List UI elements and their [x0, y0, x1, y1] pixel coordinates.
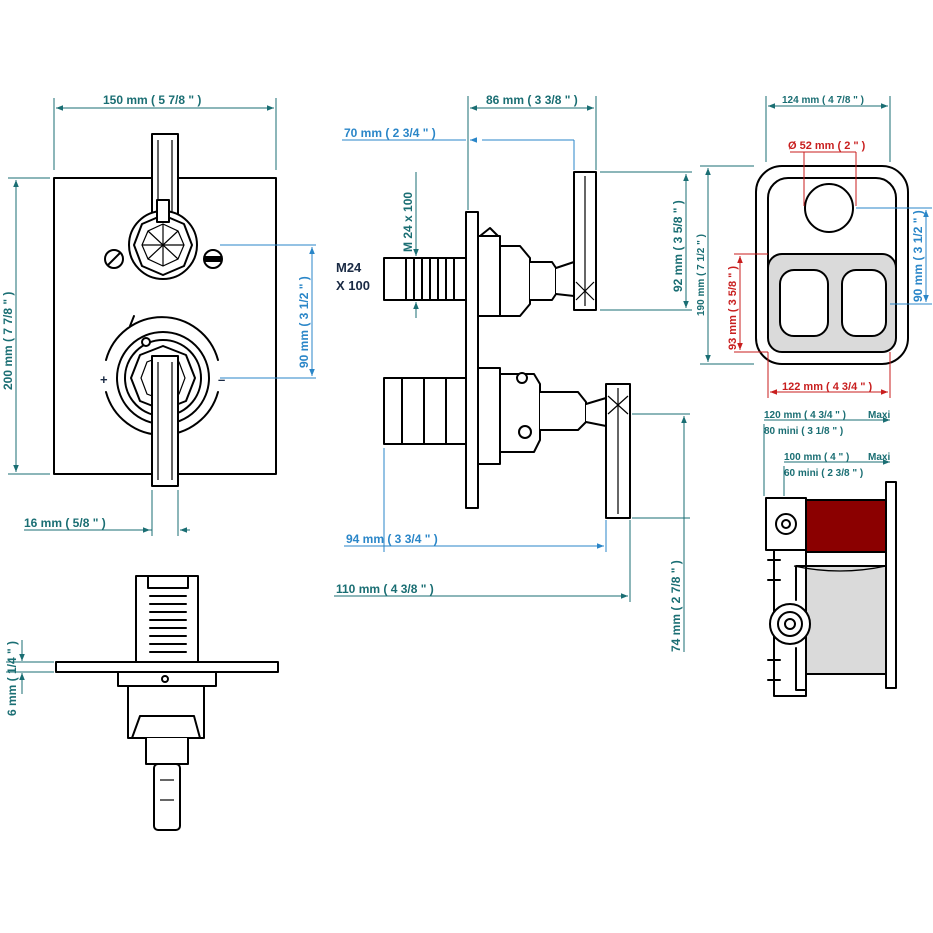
side-thread-ribs	[405, 257, 455, 301]
box-diameter-label: Ø 52 mm ( 2 " )	[788, 140, 866, 152]
thread-label-line2: X 100	[336, 278, 370, 293]
minus-symbol: –	[218, 372, 225, 387]
body-80-label: 80 mini ( 3 1/8 " )	[764, 426, 843, 437]
plate-thickness-label: 6 mm ( 1/4 " )	[5, 641, 19, 716]
body-100-label: 100 mm ( 4 " )	[784, 452, 849, 463]
body-maxi2-label: Maxi	[868, 452, 890, 463]
body-60-label: 60 mini ( 2 3/8 " )	[784, 468, 863, 479]
side-92-label: 92 mm ( 3 5/8 " )	[671, 200, 685, 292]
plus-symbol: +	[100, 372, 108, 387]
box-90-label: 90 mm ( 3 1/2 " )	[911, 210, 925, 302]
front-bottom-handle: + –	[100, 315, 225, 487]
front-view: + – 150 mm ( 5 7/8 " ) 200 mm ( 7 7/8 " …	[1, 93, 316, 536]
front-top-handle	[104, 133, 223, 280]
box-93-label: 93 mm ( 3 5/8 " )	[727, 266, 739, 350]
front-height-label: 200 mm ( 7 7/8 " )	[1, 292, 15, 390]
top-view: 6 mm ( 1/4 " )	[5, 575, 279, 831]
side-110-label: 110 mm ( 4 3/8 " )	[336, 582, 434, 596]
thread-vertical-label: M 24 x 100	[401, 192, 415, 252]
box-width-bottom-label: 122 mm ( 4 3/4 " )	[782, 381, 873, 393]
box-width-top-label: 124 mm ( 4 7/8 " )	[782, 95, 864, 106]
thread-label-line1: M24	[336, 260, 362, 275]
side-74-label: 74 mm ( 2 7/8 " )	[669, 560, 683, 652]
body-120-label: 120 mm ( 4 3/4 " )	[764, 410, 846, 421]
side-view: 86 mm ( 3 3/8 " ) 70 mm ( 2 3/4 " ) 92 m…	[334, 93, 692, 652]
thread-ribs	[149, 595, 187, 653]
side-70-label: 70 mm ( 2 3/4 " )	[344, 126, 436, 140]
handle-width-label: 16 mm ( 5/8 " )	[24, 516, 106, 530]
outline-view: 124 mm ( 4 7/8 " ) Ø 52 mm ( 2 " ) 190 m…	[696, 95, 932, 398]
handle-spacing-label: 90 mm ( 3 1/2 " )	[297, 276, 311, 368]
box-height-label: 190 mm ( 7 1/2 " )	[696, 234, 707, 316]
body-maxi-label: Maxi	[868, 410, 890, 421]
side-94-label: 94 mm ( 3 3/4 " )	[346, 532, 438, 546]
body-view: 120 mm ( 4 3/4 " ) Maxi 80 mini ( 3 1/8 …	[763, 410, 897, 697]
side-86-label: 86 mm ( 3 3/8 " )	[486, 93, 578, 107]
front-width-label: 150 mm ( 5 7/8 " )	[103, 93, 201, 107]
